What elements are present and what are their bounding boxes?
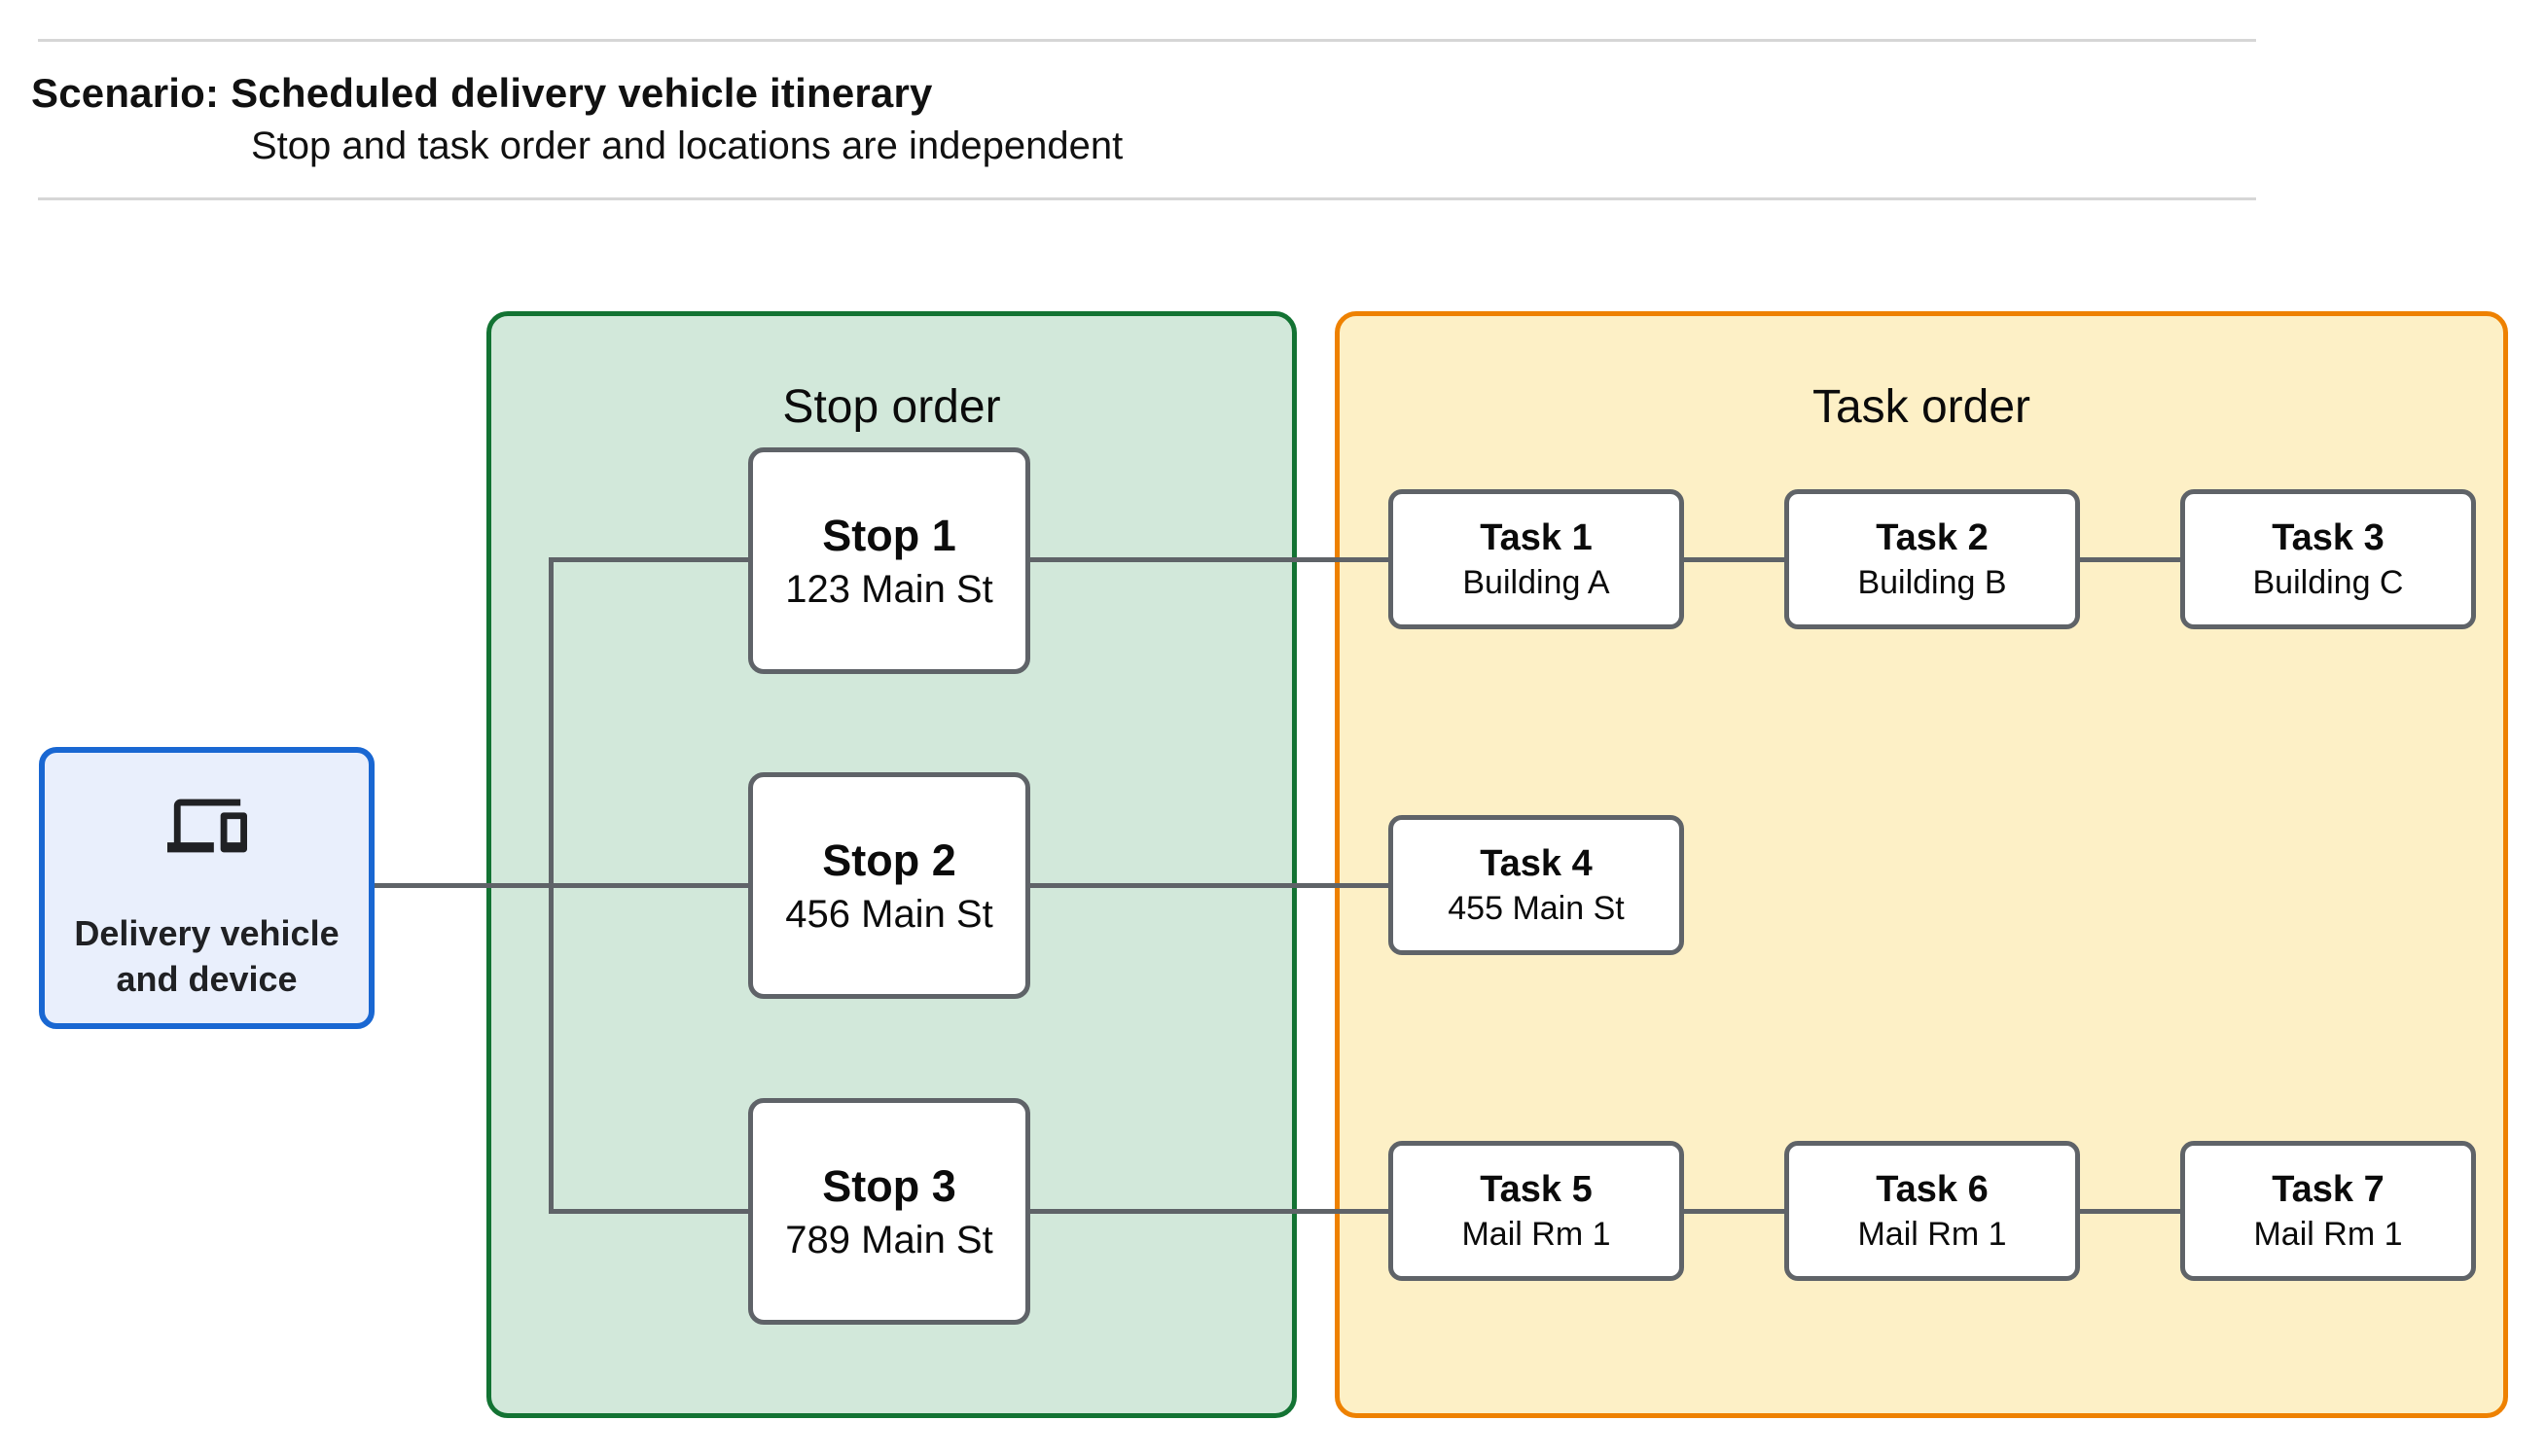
stop-2-title: Stop 2: [822, 835, 956, 885]
task-7-node: Task 7 Mail Rm 1: [2180, 1141, 2476, 1281]
connector-stop3-to-task5: [1030, 1209, 1388, 1214]
task-1-node: Task 1 Building A: [1388, 489, 1684, 629]
task-3-title: Task 3: [2272, 516, 2385, 558]
delivery-vehicle-label: Delivery vehicle and device: [74, 913, 340, 999]
task-3-location: Building C: [2252, 563, 2404, 601]
stop-2-location: 456 Main St: [785, 892, 993, 936]
task-7-title: Task 7: [2272, 1168, 2385, 1210]
stop-1-node: Stop 1 123 Main St: [748, 447, 1030, 674]
task-1-location: Building A: [1462, 563, 1610, 601]
task-2-node: Task 2 Building B: [1784, 489, 2080, 629]
task-5-location: Mail Rm 1: [1461, 1215, 1611, 1253]
connector-task1-to-task2: [1684, 557, 1784, 562]
connector-task6-to-task7: [2080, 1209, 2180, 1214]
task-4-title: Task 4: [1480, 842, 1593, 884]
task-5-title: Task 5: [1480, 1168, 1593, 1210]
stop-1-title: Stop 1: [822, 510, 956, 560]
task-3-node: Task 3 Building C: [2180, 489, 2476, 629]
stop-2-node: Stop 2 456 Main St: [748, 772, 1030, 999]
connector-task5-to-task6: [1684, 1209, 1784, 1214]
stop-3-title: Stop 3: [822, 1160, 956, 1211]
page-title: Scenario: Scheduled delivery vehicle iti…: [31, 70, 933, 116]
delivery-vehicle-node: Delivery vehicle and device: [39, 747, 375, 1029]
task-6-title: Task 6: [1876, 1168, 1989, 1210]
task-6-node: Task 6 Mail Rm 1: [1784, 1141, 2080, 1281]
task-4-node: Task 4 455 Main St: [1388, 815, 1684, 955]
task-7-location: Mail Rm 1: [2253, 1215, 2403, 1253]
top-divider: [38, 39, 2256, 42]
devices-icon: [166, 799, 247, 853]
stop-3-node: Stop 3 789 Main St: [748, 1098, 1030, 1325]
task-2-location: Building B: [1857, 563, 2007, 601]
task-order-group-title: Task order: [1811, 381, 2031, 433]
stop-3-location: 789 Main St: [785, 1218, 993, 1261]
task-2-title: Task 2: [1876, 516, 1989, 558]
connector-stop1-to-task1: [1030, 557, 1388, 562]
stop-1-location: 123 Main St: [785, 567, 993, 611]
task-4-location: 455 Main St: [1448, 889, 1625, 927]
connector-source-to-stop2: [375, 883, 748, 888]
stop-order-group-title: Stop order: [782, 381, 1001, 433]
page-subtitle: Stop and task order and locations are in…: [251, 124, 1124, 167]
connector-trunk-to-stop1: [549, 557, 748, 562]
connector-task2-to-task3: [2080, 557, 2180, 562]
connector-stop2-to-task4: [1030, 883, 1388, 888]
task-1-title: Task 1: [1480, 516, 1593, 558]
task-6-location: Mail Rm 1: [1857, 1215, 2007, 1253]
task-5-node: Task 5 Mail Rm 1: [1388, 1141, 1684, 1281]
header-divider: [38, 197, 2256, 200]
connector-trunk-to-stop3: [549, 1209, 748, 1214]
